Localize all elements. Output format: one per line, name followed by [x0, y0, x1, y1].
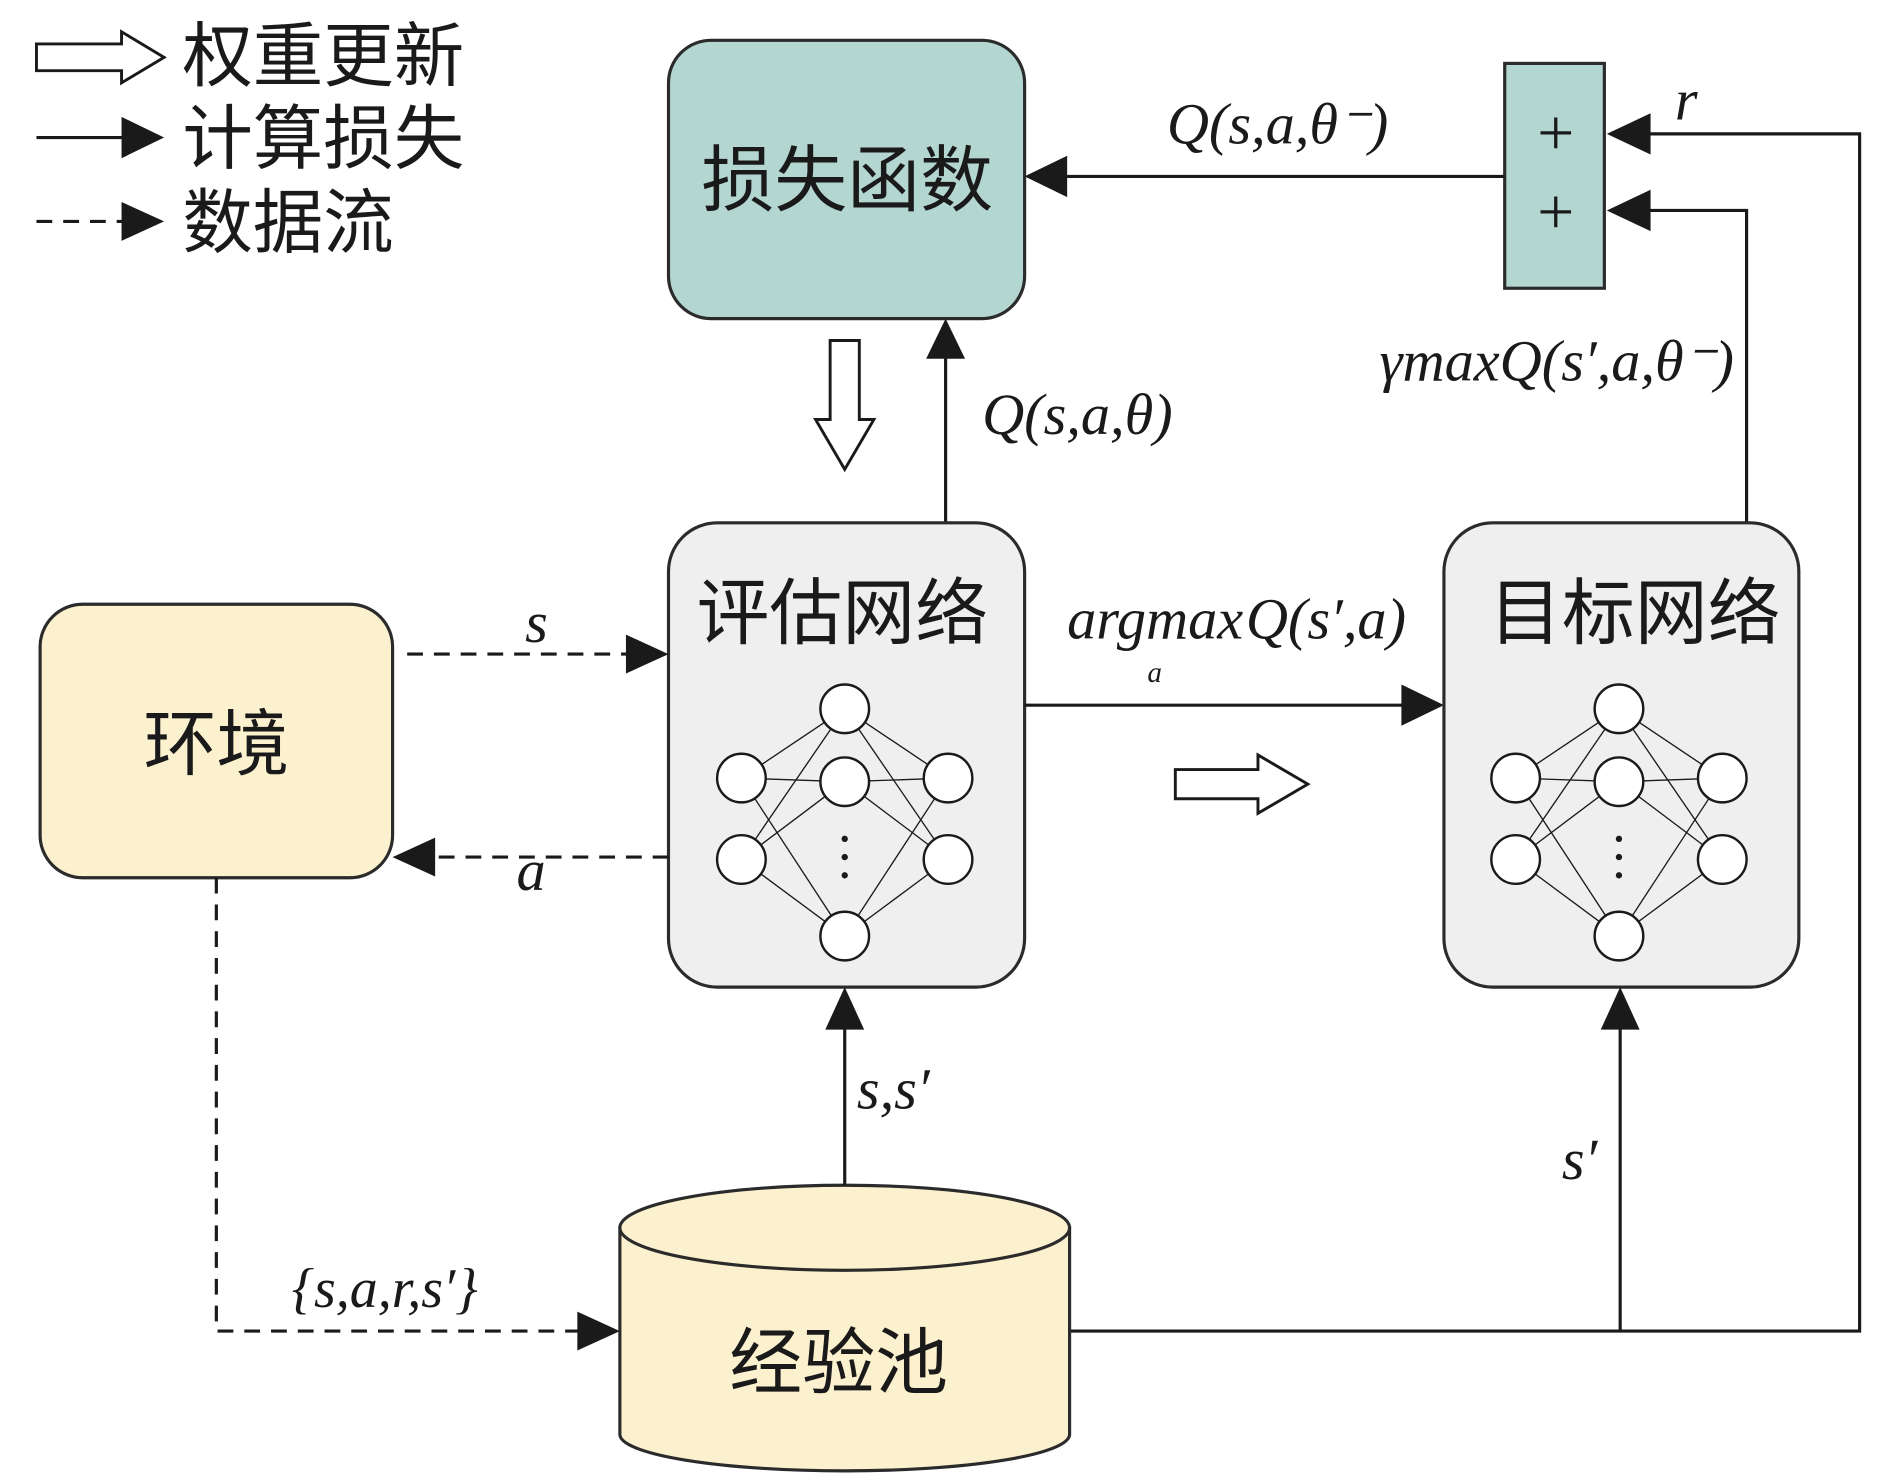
target-value-label: Q(s,a,θ⁻) — [1167, 92, 1388, 157]
target-hidden-node — [1593, 756, 1645, 808]
discounted-target-label: γmaxQ(s′,a,θ⁻) — [1380, 329, 1734, 394]
vertical-ellipsis-icon — [1615, 835, 1623, 879]
target-neural-net-icon — [1490, 683, 1748, 962]
solid-arrow-icon — [121, 116, 165, 159]
legend: 权重更新 计算损失 数据流 — [35, 15, 464, 264]
environment-label: 环境 — [143, 703, 289, 788]
weight-update-hollow-arrow-icon — [813, 339, 877, 473]
weight-copy-hollow-arrow-icon — [1173, 752, 1311, 816]
eval-input-node — [715, 752, 767, 804]
eval-hidden-node — [819, 683, 871, 735]
legend-item-data-flow: 数据流 — [36, 182, 394, 264]
action-arrow: a — [392, 837, 669, 903]
eval-edge — [740, 777, 846, 937]
eval-output-node — [922, 752, 974, 804]
target-output-node — [1696, 752, 1748, 804]
action-label: a — [517, 838, 546, 903]
argmax-arrow: argmax a Q(s′,a) — [1024, 586, 1444, 726]
state-arrowhead — [625, 634, 669, 674]
target-edge — [1515, 777, 1620, 937]
loss-function-label: 损失函数 — [701, 139, 993, 224]
sampled-states-arrow: s,s′ — [825, 987, 931, 1186]
discounted-target-arrow: γmaxQ(s′,a,θ⁻) — [1380, 189, 1749, 523]
target-hidden-node — [1593, 910, 1645, 962]
eval-edge — [844, 708, 949, 860]
next-state-label: s′ — [1562, 1127, 1599, 1192]
target-hidden-node — [1593, 683, 1645, 735]
transition-line — [214, 877, 580, 1333]
eval-value-label: Q(s,a,θ) — [982, 382, 1173, 447]
legend-item-weight-update: 权重更新 — [35, 15, 464, 97]
replay-pool-cylinder-body — [618, 1226, 1072, 1473]
legend-label-weight-update: 权重更新 — [182, 15, 464, 97]
transition-arrowhead — [577, 1311, 620, 1351]
eval-network-label: 评估网络 — [696, 571, 988, 656]
argmax-subscript-label: a — [1147, 657, 1162, 689]
state-arrow: s — [407, 590, 669, 674]
discounted-target-arrowhead — [1606, 189, 1651, 232]
sampled-states-arrowhead — [825, 987, 865, 1030]
target-value-arrow: Q(s,a,θ⁻) — [1024, 92, 1505, 198]
replay-pool-block: 经验池 — [618, 1183, 1072, 1473]
eval-network-block: 评估网络 — [666, 521, 1027, 989]
eval-hidden-node — [819, 756, 871, 808]
eval-hidden-node — [819, 910, 871, 962]
reward-label: r — [1675, 67, 1698, 132]
vertical-ellipsis-icon — [841, 835, 848, 879]
environment-block: 环境 — [38, 602, 395, 880]
next-state-arrowhead — [1600, 987, 1640, 1030]
transition-label: {s,a,r,s′} — [292, 1258, 478, 1320]
plus-sign-bottom: + — [1537, 177, 1574, 249]
target-network-label: 目标网络 — [1489, 571, 1781, 656]
state-label: s — [525, 590, 548, 655]
discounted-target-line — [1648, 208, 1749, 523]
action-arrowhead — [392, 837, 436, 877]
legend-item-compute-loss: 计算损失 — [36, 98, 464, 180]
eval-value-arrow: Q(s,a,θ) — [926, 318, 1173, 523]
eval-value-arrowhead — [926, 318, 966, 359]
replay-pool-cylinder-top — [618, 1183, 1072, 1272]
eval-neural-net-icon — [715, 683, 974, 962]
reward-arrow: r — [1069, 67, 1862, 1333]
eval-input-node — [715, 833, 767, 886]
reward-line — [1069, 132, 1862, 1333]
target-input-node — [1490, 833, 1542, 886]
target-value-arrowhead — [1024, 155, 1068, 198]
target-output-node — [1696, 833, 1748, 886]
sum-node-box — [1503, 61, 1606, 290]
target-edge — [1618, 777, 1723, 937]
eval-edge — [844, 777, 949, 937]
target-edge — [1515, 708, 1620, 860]
target-input-node — [1490, 752, 1542, 804]
hollow-arrow-icon — [35, 29, 167, 86]
next-state-arrow: s′ — [1562, 987, 1640, 1332]
reward-arrowhead — [1606, 113, 1651, 155]
argmax-operator-label: argmax — [1067, 586, 1243, 651]
argmax-expression-label: Q(s′,a) — [1246, 586, 1406, 651]
plus-sign-top: + — [1537, 98, 1574, 170]
legend-label-compute-loss: 计算损失 — [182, 98, 464, 180]
loss-function-box — [666, 38, 1027, 321]
dashed-arrow-icon — [121, 201, 165, 241]
eval-edge — [740, 708, 846, 860]
eval-output-node — [922, 833, 974, 886]
argmax-arrowhead — [1401, 684, 1444, 726]
legend-label-data-flow: 数据流 — [182, 182, 393, 264]
sum-node: + + — [1503, 61, 1606, 290]
loss-function-block: 损失函数 — [666, 38, 1027, 321]
transition-arrow: {s,a,r,s′} — [214, 877, 620, 1351]
sampled-states-label: s,s′ — [857, 1057, 931, 1122]
replay-pool-label: 经验池 — [729, 1321, 948, 1406]
target-edge — [1618, 708, 1723, 860]
target-network-block: 目标网络 — [1442, 521, 1801, 989]
